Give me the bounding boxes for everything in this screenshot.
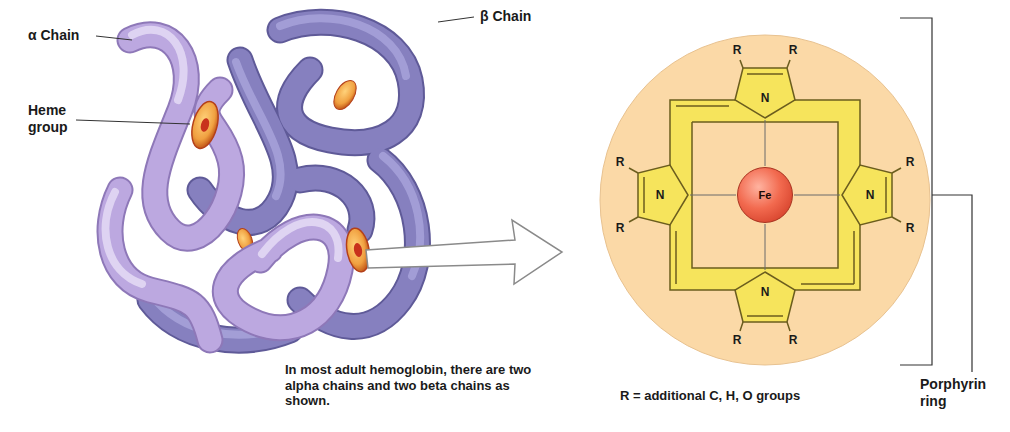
nitrogen-atom: N	[656, 188, 665, 202]
r-group: R	[616, 221, 625, 235]
porphyrin-ring	[629, 60, 901, 331]
nitrogen-atom: N	[761, 285, 770, 299]
porphyrin-label: Porphyrin ring	[920, 376, 1000, 410]
nitrogen-atom: N	[761, 91, 770, 105]
pointer-arrow	[366, 220, 562, 284]
legend-note: R = additional C, H, O groups	[620, 388, 800, 404]
heme-label: Heme group	[28, 102, 80, 136]
porphyrin-background	[600, 35, 930, 365]
r-group: R	[906, 155, 915, 169]
r-group: R	[906, 221, 915, 235]
r-group: R	[789, 43, 798, 57]
alpha-chain	[106, 30, 342, 340]
bracket	[900, 18, 972, 372]
leader-line	[76, 17, 474, 124]
atom-symbol: Fe	[759, 189, 772, 201]
r-group: R	[733, 333, 742, 347]
chain-label: β Chain	[480, 8, 531, 25]
note-text: In most adult hemoglobin, there are two …	[285, 362, 555, 409]
chain-label: α Chain	[28, 27, 79, 44]
r-group: R	[789, 333, 798, 347]
iron-atom: Fe	[737, 167, 793, 223]
r-group: R	[616, 155, 625, 169]
r-group: R	[733, 43, 742, 57]
heme-group	[187, 99, 372, 274]
nitrogen-atom: N	[866, 188, 875, 202]
